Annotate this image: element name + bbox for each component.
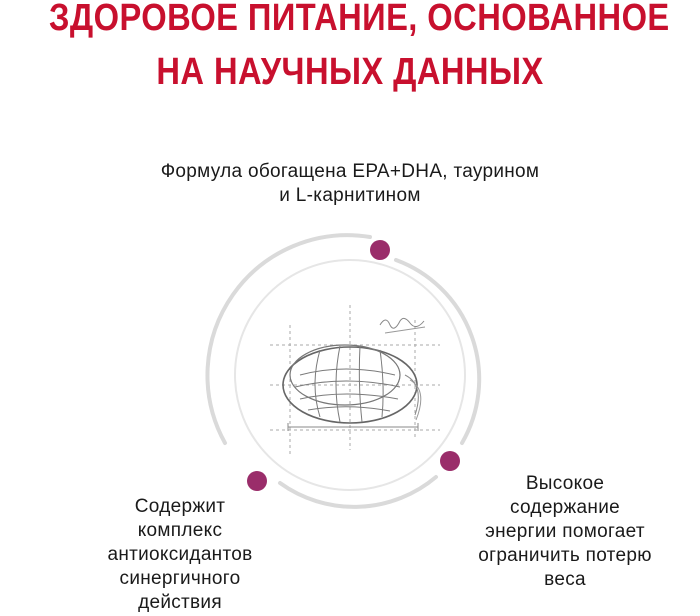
feature-energy-line-3: энергии помогает <box>485 521 645 542</box>
feature-text-omega: Формула обогащена EPA+DHA, таурином и L-… <box>90 160 610 208</box>
feature-energy-line-2: содержание <box>509 497 621 518</box>
feature-antioxidants-line-4: синергичного <box>119 568 241 589</box>
feature-antioxidants-line-5: действия <box>138 592 222 613</box>
feature-energy-line-4: ограничить потерю <box>478 545 652 566</box>
kibble-diagram-svg <box>205 233 482 509</box>
ring-arc-left <box>205 233 372 445</box>
feature-text-energy: Высокое содержание энергии помогает огра… <box>455 472 675 592</box>
feature-antioxidants-line-3: антиоксидантов <box>107 544 253 565</box>
dot-marker-icon <box>440 451 460 471</box>
feature-energy-line-5: веса <box>544 569 586 590</box>
feature-omega-line-2: и L-карнитином <box>279 185 421 206</box>
feature-antioxidants-line-1: Содержит <box>134 496 226 517</box>
title-line-1: ЗДОРОВОЕ ПИТАНИЕ, ОСНОВАННОЕ <box>49 0 670 39</box>
kibble-sketch-icon <box>270 305 440 455</box>
ring-arc-right <box>394 258 482 445</box>
feature-energy-line-1: Высокое <box>525 473 605 494</box>
feature-text-antioxidants: Содержит комплекс антиоксидантов синерги… <box>70 495 290 615</box>
inner-circle <box>234 259 466 491</box>
page-title: ЗДОРОВОЕ ПИТАНИЕ, ОСНОВАННОЕ НА НАУЧНЫХ … <box>49 0 670 96</box>
dot-marker-icon <box>370 240 390 260</box>
ring-arc-bottom <box>278 475 438 509</box>
kibble-diagram <box>200 225 500 525</box>
feature-antioxidants-line-2: комплекс <box>137 520 223 541</box>
dot-marker-icon <box>247 471 267 491</box>
title-line-2: НА НАУЧНЫХ ДАННЫХ <box>156 51 544 93</box>
feature-omega-line-1: Формула обогащена EPA+DHA, таурином <box>160 161 540 182</box>
